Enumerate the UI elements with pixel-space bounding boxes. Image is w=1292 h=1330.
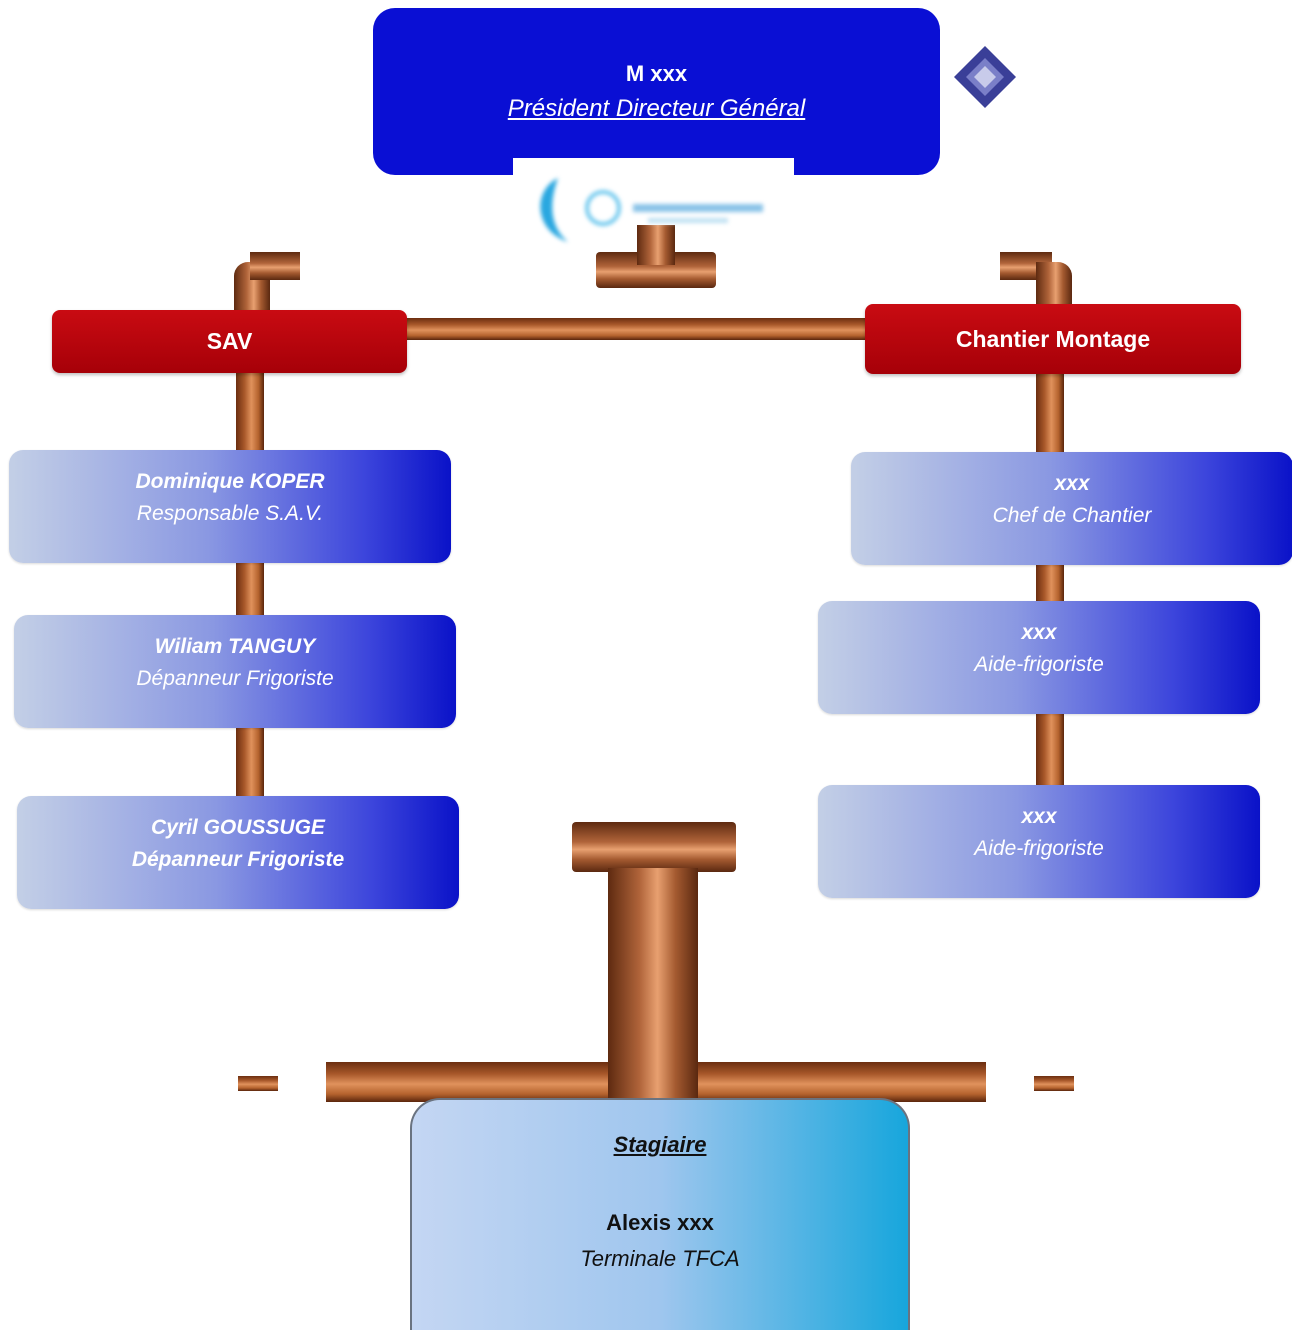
sav-card-1-role: Responsable S.A.V. bbox=[136, 502, 324, 525]
department-chantier-montage: Chantier Montage bbox=[865, 304, 1241, 374]
chantier-card-3-role: Aide-frigoriste bbox=[974, 837, 1104, 860]
sav-card-3-name: Cyril GOUSSUGE bbox=[151, 816, 325, 839]
chantier-card-2: xxx Aide-frigoriste bbox=[818, 601, 1260, 714]
sav-card-3: Cyril GOUSSUGE Dépanneur Frigoriste bbox=[17, 796, 459, 909]
chantier-card-3-name: xxx bbox=[1021, 805, 1057, 828]
president-name: M xxx bbox=[625, 61, 688, 86]
sav-card-1-name: Dominique KOPER bbox=[135, 470, 325, 493]
sav-card-3-role: Dépanneur Frigoriste bbox=[131, 848, 345, 871]
pipe-left-vertical bbox=[236, 372, 264, 832]
chantier-card-1-name: xxx bbox=[1054, 472, 1090, 495]
chantier-card-1-role: Chef de Chantier bbox=[992, 504, 1152, 527]
sav-card-2-role: Dépanneur Frigoriste bbox=[136, 667, 334, 690]
pipe-left-elbow-top-horz bbox=[250, 252, 300, 280]
stagiaire-box: Stagiaire Alexis xxx Terminale TFCA bbox=[410, 1098, 910, 1330]
pipe-tee-bottom-stem bbox=[608, 868, 698, 1098]
chantier-card-3: xxx Aide-frigoriste bbox=[818, 785, 1260, 898]
stagiaire-name: Alexis xxx bbox=[606, 1210, 714, 1235]
chantier-card-2-role: Aide-frigoriste bbox=[974, 653, 1104, 676]
president-box: M xxx Président Directeur Général bbox=[373, 8, 940, 175]
diamond-logo-icon bbox=[950, 42, 1020, 112]
chantier-card-2-name: xxx bbox=[1021, 621, 1057, 644]
pipe-left-stub bbox=[238, 1076, 278, 1091]
sav-card-1: Dominique KOPER Responsable S.A.V. bbox=[9, 450, 451, 563]
president-box-notch bbox=[513, 158, 794, 176]
sav-card-2: Wiliam TANGUY Dépanneur Frigoriste bbox=[14, 615, 456, 728]
snowflake-logo-icon bbox=[528, 170, 778, 250]
stagiaire-title: Stagiaire bbox=[613, 1132, 707, 1157]
pipe-right-elbow-top-vert bbox=[1036, 262, 1072, 304]
chantier-card-1: xxx Chef de Chantier bbox=[851, 452, 1292, 565]
pipe-tee-top-stem bbox=[637, 225, 675, 265]
pipe-top-horizontal bbox=[405, 318, 870, 340]
president-title: Président Directeur Général bbox=[507, 95, 806, 122]
sav-card-2-name: Wiliam TANGUY bbox=[154, 635, 316, 658]
pipe-right-stub bbox=[1034, 1076, 1074, 1091]
department-sav: SAV bbox=[52, 310, 407, 373]
pipe-tee-bottom bbox=[572, 822, 736, 872]
stagiaire-role: Terminale TFCA bbox=[580, 1246, 740, 1271]
